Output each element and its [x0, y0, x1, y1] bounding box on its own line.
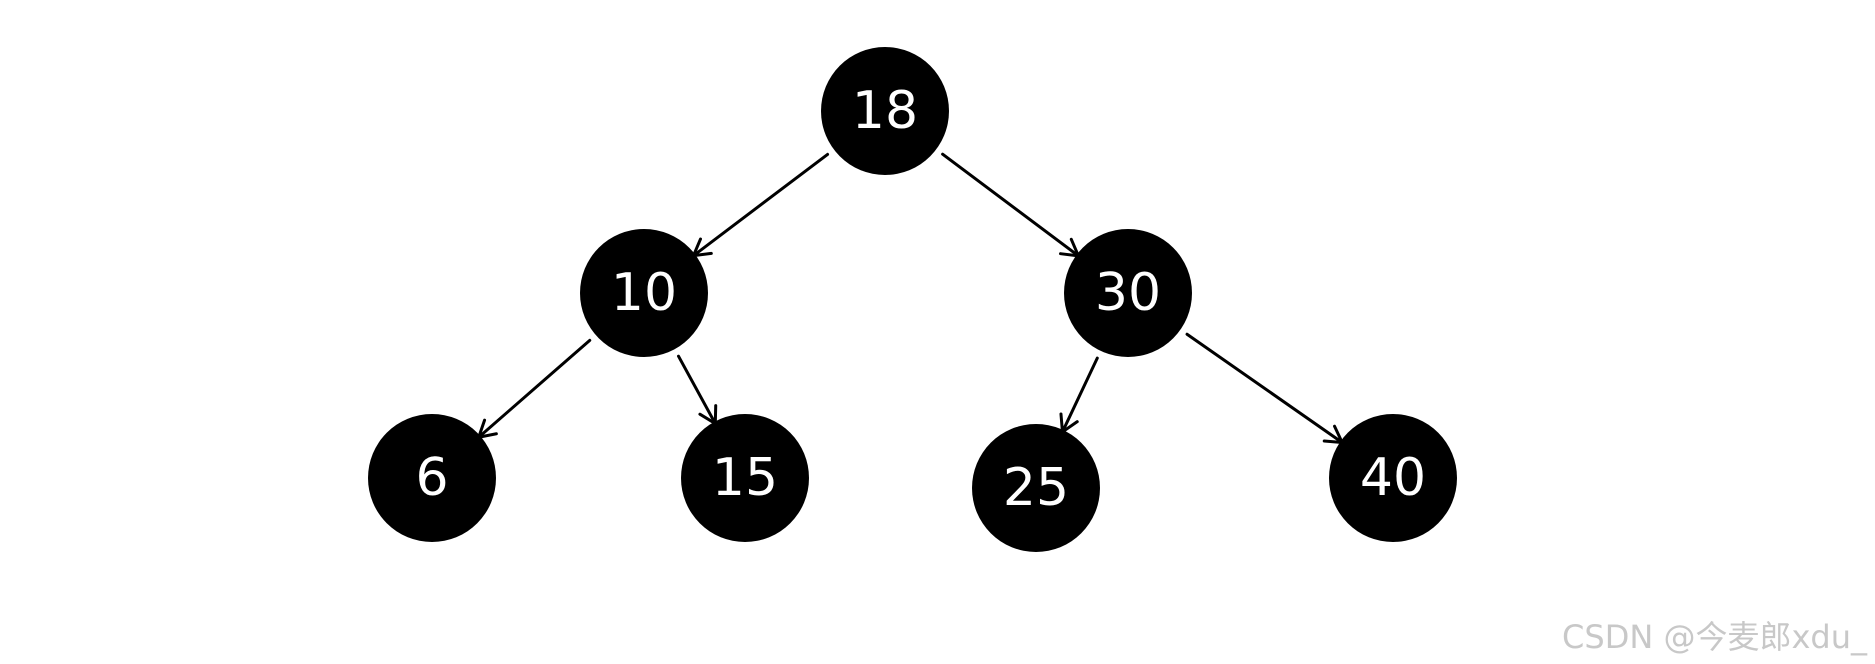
node-label: 10 [611, 263, 677, 323]
edge-line [677, 354, 717, 426]
node-circle [821, 47, 949, 175]
node-circle [580, 229, 708, 357]
tree-node-18: 18 [821, 47, 949, 175]
node-label: 40 [1360, 448, 1426, 508]
node-label: 6 [415, 448, 448, 508]
node-label: 18 [852, 81, 918, 141]
tree-node-40: 40 [1329, 414, 1457, 542]
node-circle [368, 414, 496, 542]
tree-node-30: 30 [1064, 229, 1192, 357]
edge-line [691, 152, 830, 258]
edge-30-40 [1185, 332, 1344, 445]
tree-node-6: 6 [368, 414, 496, 542]
node-circle [972, 424, 1100, 552]
edge-line [477, 338, 592, 439]
node-circle [1064, 229, 1192, 357]
nodes-layer: 18 10 30 6 15 25 40 [368, 47, 1457, 552]
node-label: 15 [712, 448, 778, 508]
edges-layer [477, 152, 1344, 445]
node-label: 25 [1003, 458, 1069, 518]
edge-18-30 [941, 152, 1080, 258]
watermark: CSDN @今麦郎xdu_ [1562, 618, 1867, 656]
tree-node-25: 25 [972, 424, 1100, 552]
edge-10-6 [477, 338, 592, 439]
node-circle [1329, 414, 1457, 542]
tree-node-15: 15 [681, 414, 809, 542]
edge-line [1060, 356, 1099, 434]
arrowhead-icon [1322, 424, 1344, 445]
node-label: 30 [1095, 263, 1161, 323]
node-circle [681, 414, 809, 542]
tree-node-10: 10 [580, 229, 708, 357]
edge-18-10 [691, 152, 830, 258]
edge-line [1185, 332, 1344, 445]
edge-line [941, 152, 1080, 258]
edge-30-25 [1059, 356, 1099, 434]
edge-10-15 [677, 354, 718, 426]
